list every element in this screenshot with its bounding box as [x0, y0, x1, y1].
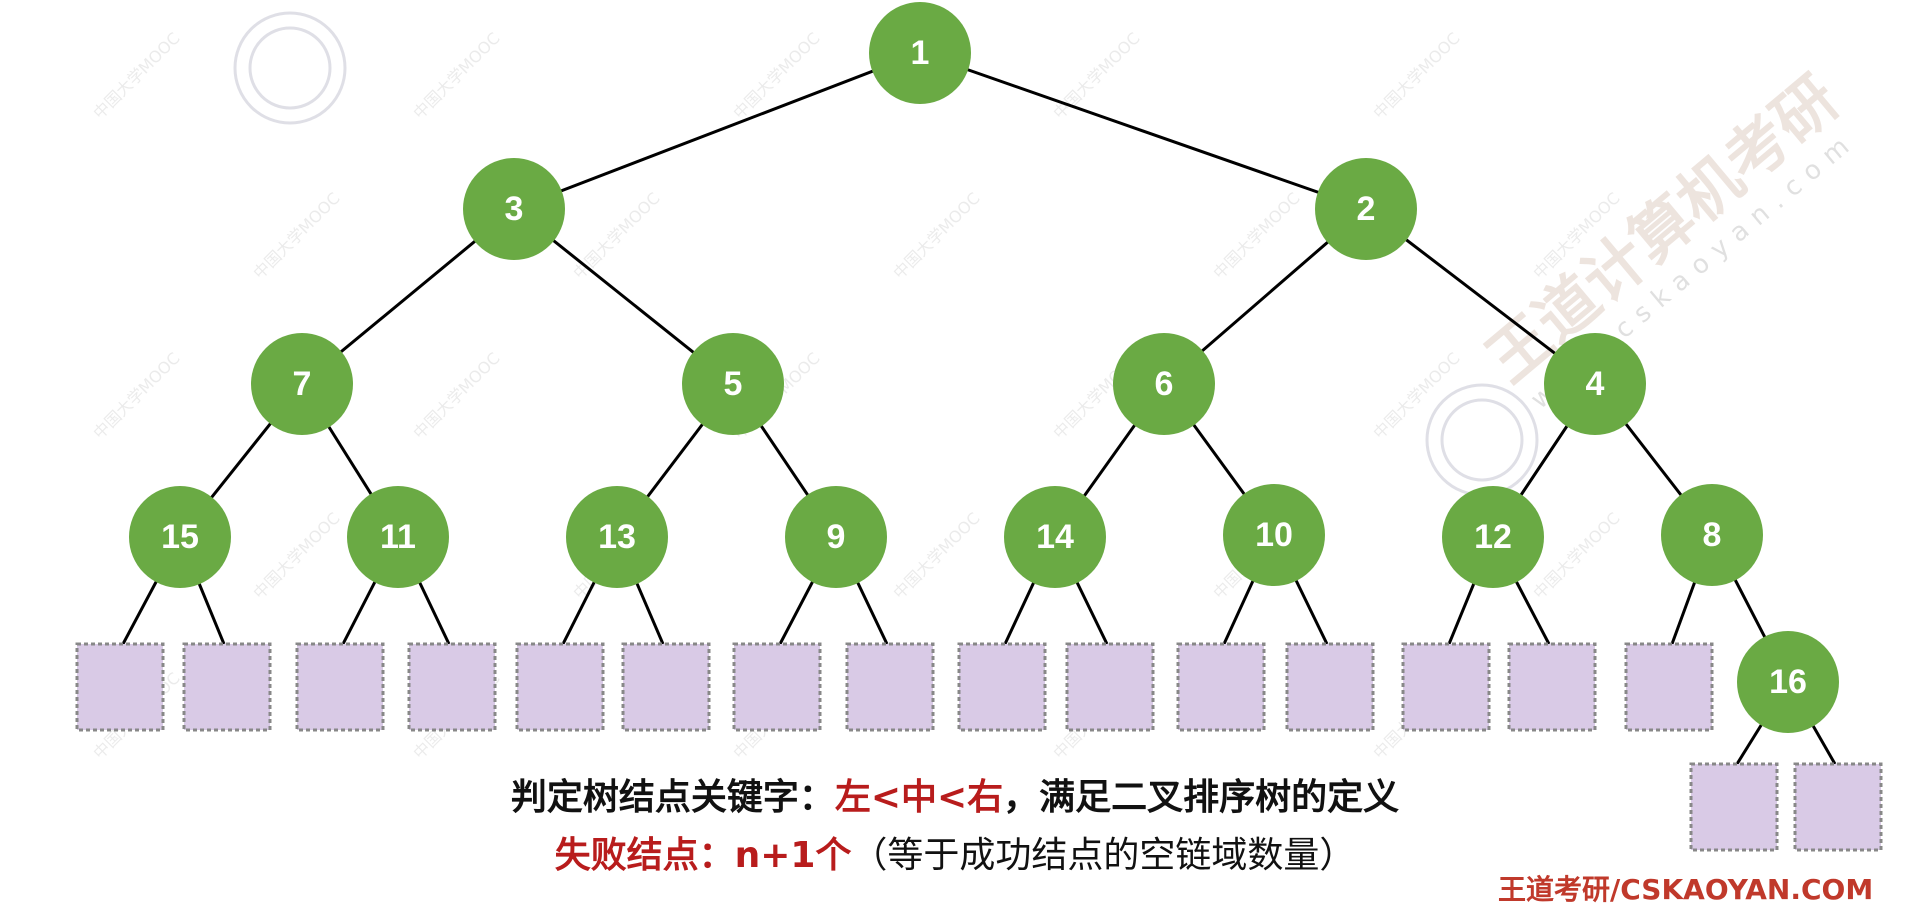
- failure-node-10: [1065, 642, 1155, 732]
- tree-node-2: 2: [1315, 158, 1417, 260]
- tree-node-label: 13: [598, 518, 636, 556]
- tree-node-circle: [869, 2, 971, 104]
- tree-node-label: 16: [1769, 663, 1807, 701]
- mooc-watermark-text: 中国大学MOOC: [249, 509, 343, 603]
- caption-line-1: 判定树结点关键字：左<中<右，满足二叉排序树的定义: [0, 768, 1910, 820]
- failure-node-3: [295, 642, 385, 732]
- mooc-watermark-text: 中国大学MOOC: [569, 189, 663, 283]
- tree-node-label: 4: [1586, 365, 1605, 403]
- tree-node-circle: [682, 333, 784, 435]
- tree-node-circle: [251, 333, 353, 435]
- caption-line-2: 失败结点：n+1个（等于成功结点的空链域数量）: [0, 826, 1910, 878]
- caption-line-1-highlight: 左<中<右: [834, 777, 1004, 818]
- mooc-watermark-text: 中国大学MOOC: [409, 29, 503, 123]
- tree-node-label: 5: [724, 365, 743, 403]
- tree-node-label: 3: [505, 190, 524, 228]
- tree-node-label: 6: [1155, 365, 1174, 403]
- tree-node-circle: [1113, 333, 1215, 435]
- failure-node-1: [75, 642, 165, 732]
- mooc-watermark-text: 中国大学MOOC: [889, 189, 983, 283]
- tree-node-circle: [347, 486, 449, 588]
- tree-node-10: 10: [1223, 484, 1325, 586]
- mooc-watermark-text: 中国大学MOOC: [1049, 29, 1143, 123]
- failure-node-7: [732, 642, 822, 732]
- seal-watermark-left: [233, 11, 347, 125]
- tree-node-4: 4: [1544, 333, 1646, 435]
- tree-node-6: 6: [1113, 333, 1215, 435]
- mooc-watermark-text: 中国大学MOOC: [1529, 509, 1623, 603]
- mooc-watermark-text: 中国大学MOOC: [889, 509, 983, 603]
- mooc-watermark-text: 中国大学MOOC: [1209, 189, 1303, 283]
- caption-line-1-suffix: ，满足二叉排序树的定义: [1003, 777, 1400, 818]
- failure-node-6: [621, 642, 711, 732]
- failure-node-11: [1176, 642, 1266, 732]
- failure-node-15: [1624, 642, 1714, 732]
- edge-n1-n2: [919, 51, 1367, 211]
- tree-node-7: 7: [251, 333, 353, 435]
- tree-node-14: 14: [1004, 486, 1106, 588]
- mooc-watermark-text: 中国大学MOOC: [409, 349, 503, 443]
- tree-node-16: 16: [1737, 631, 1839, 733]
- tree-node-circle: [1223, 484, 1325, 586]
- failure-node-2: [182, 642, 272, 732]
- tree-node-5: 5: [682, 333, 784, 435]
- failure-node-14: [1507, 642, 1597, 732]
- failure-node-4: [407, 642, 497, 732]
- tree-node-3: 3: [463, 158, 565, 260]
- failure-node-8: [845, 642, 935, 732]
- tree-node-circle: [1315, 158, 1417, 260]
- caption-line-2-highlight: 失败结点：n+1个: [554, 835, 852, 876]
- failure-node-12: [1285, 642, 1375, 732]
- mooc-watermark-text: 中国大学MOOC: [89, 349, 183, 443]
- tree-node-12: 12: [1442, 486, 1544, 588]
- tree-node-label: 9: [827, 518, 846, 556]
- mooc-watermark-text: 中国大学MOOC: [89, 29, 183, 123]
- failure-node-5: [515, 642, 605, 732]
- tree-node-label: 8: [1703, 516, 1722, 554]
- failure-nodes: [75, 642, 1883, 852]
- tree-node-label: 7: [293, 365, 312, 403]
- brand-watermark: 王道计算机考研: [1473, 62, 1852, 397]
- caption-line-2-suffix: （等于成功结点的空链域数量）: [851, 835, 1356, 876]
- tree-node-13: 13: [566, 486, 668, 588]
- failure-node-9: [957, 642, 1047, 732]
- tree-node-circle: [1661, 484, 1763, 586]
- tree-node-label: 10: [1255, 516, 1293, 554]
- tree-node-circle: [1004, 486, 1106, 588]
- tree-node-circle: [785, 486, 887, 588]
- tree-node-label: 11: [380, 518, 416, 556]
- tree-node-15: 15: [129, 486, 231, 588]
- mooc-watermark-text: 中国大学MOOC: [1369, 29, 1463, 123]
- mooc-watermark-text: 中国大学MOOC: [249, 189, 343, 283]
- caption-line-1-prefix: 判定树结点关键字：: [510, 777, 835, 818]
- seal-watermark-right: [1425, 383, 1539, 497]
- tree-node-label: 14: [1036, 518, 1074, 556]
- tree-node-label: 2: [1357, 190, 1376, 228]
- tree-node-label: 12: [1474, 518, 1512, 556]
- failure-node-17: [1793, 762, 1883, 852]
- tree-node-circle: [1737, 631, 1839, 733]
- failure-node-13: [1401, 642, 1491, 732]
- tree-node-label: 15: [161, 518, 199, 556]
- tree-node-circle: [1544, 333, 1646, 435]
- tree-node-9: 9: [785, 486, 887, 588]
- footer-watermark: 王道考研/CSKAOYAN.COM: [1498, 873, 1874, 906]
- tree-node-circle: [566, 486, 668, 588]
- tree-node-1: 1: [869, 2, 971, 104]
- tree-node-11: 11: [347, 486, 449, 588]
- tree-node-label: 1: [911, 34, 930, 72]
- tree-node-circle: [129, 486, 231, 588]
- tree-node-circle: [1442, 486, 1544, 588]
- failure-node-16: [1689, 762, 1779, 852]
- tree-node-8: 8: [1661, 484, 1763, 586]
- tree-node-circle: [463, 158, 565, 260]
- edge-n1-n3: [513, 51, 921, 211]
